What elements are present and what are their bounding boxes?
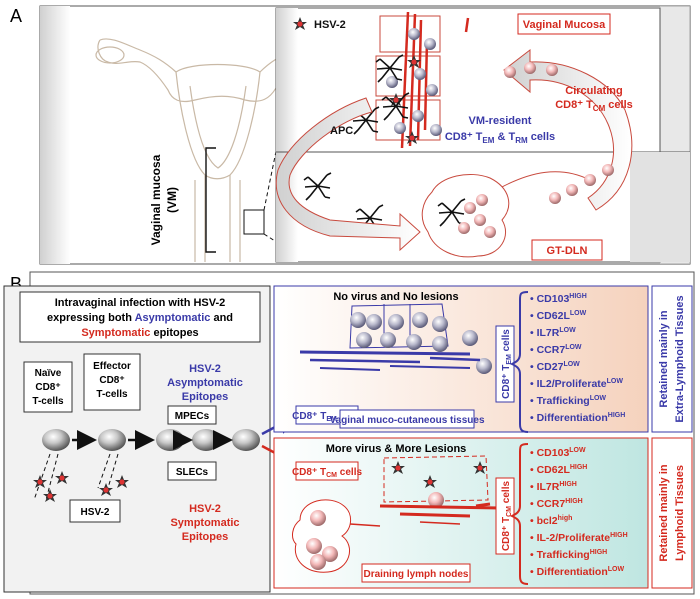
lymph-node — [421, 174, 510, 258]
tcm-panel-title: More virus & More Lesions — [326, 443, 467, 455]
migration-arrow-upper — [503, 48, 633, 211]
marker-item: • DifferentiationLOW — [530, 566, 624, 578]
dashed-triggers — [33, 453, 119, 501]
mpecs-box — [167, 405, 217, 425]
gtdln-label: GT-DLN — [547, 245, 588, 257]
circulating-label-line1: Circulating — [565, 85, 622, 97]
hsv2-box — [69, 499, 121, 523]
vm-resident-label-line1: VM-resident — [469, 115, 532, 127]
marker-item: • CD103HIGH — [530, 293, 587, 305]
sym-epitopes-3: Epitopes — [182, 531, 228, 543]
marker-item: • TraffickingLOW — [530, 395, 606, 407]
naive-label-1: Naïve — [35, 368, 62, 379]
marker-item: • IL7RHIGH — [530, 481, 577, 493]
sym-epitopes-2: Symptomatic — [170, 517, 239, 529]
retained-lymph-line1: Retained mainly in — [658, 464, 670, 561]
hsv2-box-label: HSV-2 — [81, 507, 110, 518]
tem-marker-list: • CD103HIGH • CD62LLOW • IL7RLOW • CCR7LOW •… — [530, 293, 625, 424]
asym-epitopes-1: HSV-2 — [189, 363, 221, 375]
tem-panel-title: No virus and No lesions — [333, 291, 458, 303]
vm-label: Vaginal mucosa — [149, 154, 163, 245]
tem-vertical-label: CD8⁺ TEM cells — [501, 329, 513, 399]
slecs-label: SLECs — [176, 467, 209, 478]
lymph-node-cells — [458, 194, 496, 238]
marker-item: • DifferentiationHIGH — [530, 412, 625, 424]
gtdln-box — [531, 239, 603, 261]
vm-bracket — [205, 147, 216, 253]
vm-label-abbrev: (VM) — [165, 187, 179, 213]
tcm-brace — [509, 443, 529, 585]
tem-tissue — [299, 303, 492, 374]
naive-label-2: CD8⁺ — [35, 382, 60, 393]
circulating-label-line2: CD8⁺ TCM cells — [555, 99, 633, 113]
effector-label-3: T-cells — [96, 389, 128, 400]
hsv2-label: HSV-2 — [314, 19, 346, 31]
panel-a-label: A — [10, 6, 22, 26]
marker-item: • CD62LHIGH — [530, 464, 587, 476]
asym-epitopes-3: Epitopes — [182, 391, 228, 403]
tcm-cells-box — [295, 461, 359, 481]
tcm-marker-list: • CD103LOW • CD62LHIGH • IL7RHIGH • CCR7HIG… — [530, 447, 628, 578]
draining-nodes-label: Draining lymph nodes — [363, 569, 468, 580]
sym-epitopes-1: HSV-2 — [189, 503, 221, 515]
effector-box — [83, 353, 141, 411]
tcm-tissue — [349, 455, 501, 527]
vaginal-mucosa-box — [517, 13, 611, 35]
marker-item: • CCR7HIGH — [530, 498, 583, 510]
draining-node-cells — [306, 510, 338, 570]
marker-item: • TraffickingHIGH — [530, 549, 607, 561]
inset-lower-shade — [630, 152, 690, 262]
vm-resident-cells — [386, 28, 442, 136]
marker-item: • bcl2high — [530, 515, 572, 527]
panel-a-shade — [40, 6, 70, 264]
marker-item: • IL-2/ProliferateHIGH — [530, 532, 628, 544]
asym-epitopes-2: Asymptomatic — [167, 377, 243, 389]
apc-label: APC — [330, 125, 353, 137]
marker-item: • CCR7LOW — [530, 344, 582, 356]
vaginal-mucosa-label: Vaginal Mucosa — [523, 19, 606, 31]
zoom-box — [243, 209, 265, 235]
intro-line2: expressing both Asymptomatic and — [47, 312, 233, 324]
arrow-edge — [499, 171, 591, 189]
tem-brace — [509, 291, 529, 433]
naive-label-3: T-cells — [32, 396, 64, 407]
marker-item: • CD62LLOW — [530, 310, 587, 322]
retained-extra-line2: Extra-Lymphoid Tissues — [674, 295, 686, 422]
vaginal-tissues-box — [339, 409, 475, 429]
marker-item: • IL2/ProliferateLOW — [530, 378, 623, 390]
intro-line1: Intravaginal infection with HSV-2 — [55, 297, 226, 309]
tcm-cells-label: CD8⁺ TCM cells — [292, 467, 363, 479]
slecs-box — [167, 461, 217, 481]
intro-box — [19, 291, 261, 343]
retained-extra-line1: Retained mainly in — [658, 310, 670, 407]
circulating-tcm-cells — [504, 62, 614, 204]
retained-lymph-box — [651, 437, 693, 589]
mpecs-label: MPECs — [175, 411, 210, 422]
effector-label-2: CD8⁺ — [99, 375, 124, 386]
draining-nodes-box — [361, 563, 471, 583]
effector-label-1: Effector — [93, 361, 131, 372]
inset-shade — [276, 8, 298, 262]
naive-box — [23, 361, 73, 413]
marker-item: • CD103LOW — [530, 447, 586, 459]
intro-line3: Symptomatic epitopes — [81, 327, 198, 339]
marker-item: • CD27LOW — [530, 361, 580, 373]
retained-extra-box — [651, 285, 693, 433]
tcm-vertical-label: CD8⁺ TCM cells — [501, 481, 513, 552]
migration-arrow-lower — [275, 97, 421, 252]
vaginal-tissues-label: Vaginal muco-cutaneous tissues — [329, 415, 484, 426]
vm-resident-label-line2: CD8⁺ TEM & TRM cells — [445, 131, 555, 145]
retained-lymph-line2: Lymphoid Tissues — [674, 465, 686, 561]
marker-item: • IL7RLOW — [530, 327, 576, 339]
